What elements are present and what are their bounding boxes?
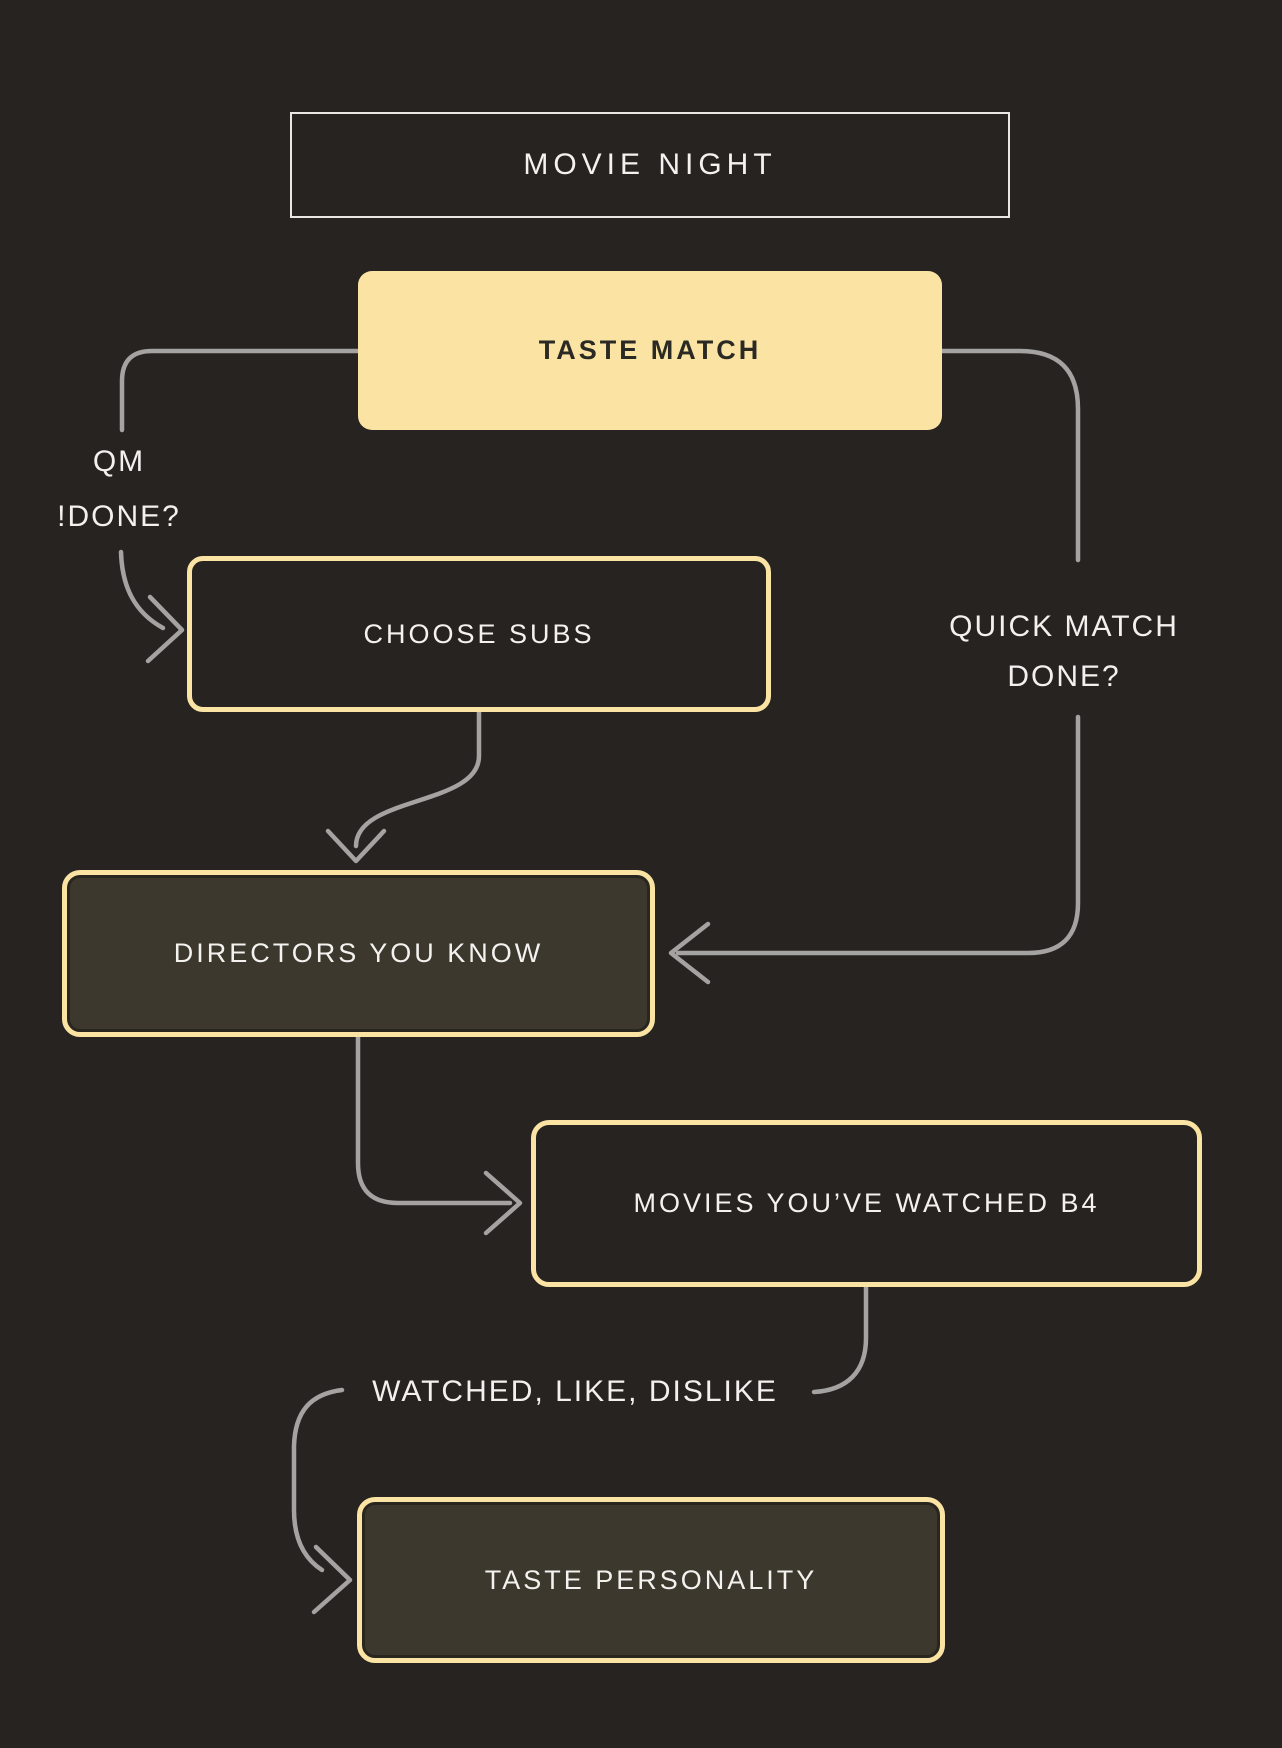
edge-label-quick-match-line1: QUICK MATCH xyxy=(949,610,1179,643)
choose-subs-label: CHOOSE SUBS xyxy=(363,618,595,649)
edge-choose-subs-to-directors xyxy=(353,709,482,849)
edge-label-watched-like-dislike: WATCHED, LIKE, DISLIKE xyxy=(275,1365,875,1419)
edge-taste-match-to-choose-subs-upper xyxy=(119,348,361,433)
node-taste-match[interactable]: TASTE MATCH xyxy=(358,271,942,430)
directors-you-know-label: DIRECTORS YOU KNOW xyxy=(173,938,544,968)
edge-label-quick-match-line2: DONE? xyxy=(1007,660,1121,693)
movie-night-title-label: MOVIE NIGHT xyxy=(523,148,777,181)
node-movie-night-title[interactable]: MOVIE NIGHT xyxy=(290,112,1010,218)
node-choose-subs[interactable]: CHOOSE SUBS xyxy=(187,556,771,712)
edge-taste-match-to-directors-lower xyxy=(675,714,1081,956)
edge-taste-match-to-choose-subs-lower xyxy=(118,549,166,631)
edge-label-qm-not-done: QM !DONE? xyxy=(19,434,219,544)
edge-directors-to-movies xyxy=(355,1034,513,1206)
arrowhead-into-directors-top xyxy=(325,828,387,864)
edge-label-watched-line1: WATCHED, LIKE, DISLIKE xyxy=(372,1375,778,1408)
arrowhead-into-choose-subs xyxy=(145,594,185,664)
node-movies-youve-watched-b4[interactable]: MOVIES YOU’VE WATCHED B4 xyxy=(531,1120,1202,1287)
taste-personality-label: TASTE PERSONALITY xyxy=(484,1564,818,1595)
node-directors-you-know[interactable]: DIRECTORS YOU KNOW xyxy=(62,870,655,1037)
node-taste-personality[interactable]: TASTE PERSONALITY xyxy=(357,1497,945,1663)
arrowhead-into-taste-personality xyxy=(311,1544,353,1615)
arrowhead-into-directors-right xyxy=(668,921,711,985)
taste-match-label: TASTE MATCH xyxy=(538,335,762,365)
edge-label-qm-line1: QM xyxy=(92,445,146,478)
edge-label-qm-line2: !DONE? xyxy=(57,500,181,533)
arrowhead-into-movies xyxy=(483,1170,523,1236)
movies-youve-watched-b4-label: MOVIES YOU’VE WATCHED B4 xyxy=(633,1188,1100,1218)
edge-label-quick-match-done: QUICK MATCH DONE? xyxy=(914,602,1214,702)
edge-taste-match-to-directors-upper xyxy=(939,348,1081,563)
